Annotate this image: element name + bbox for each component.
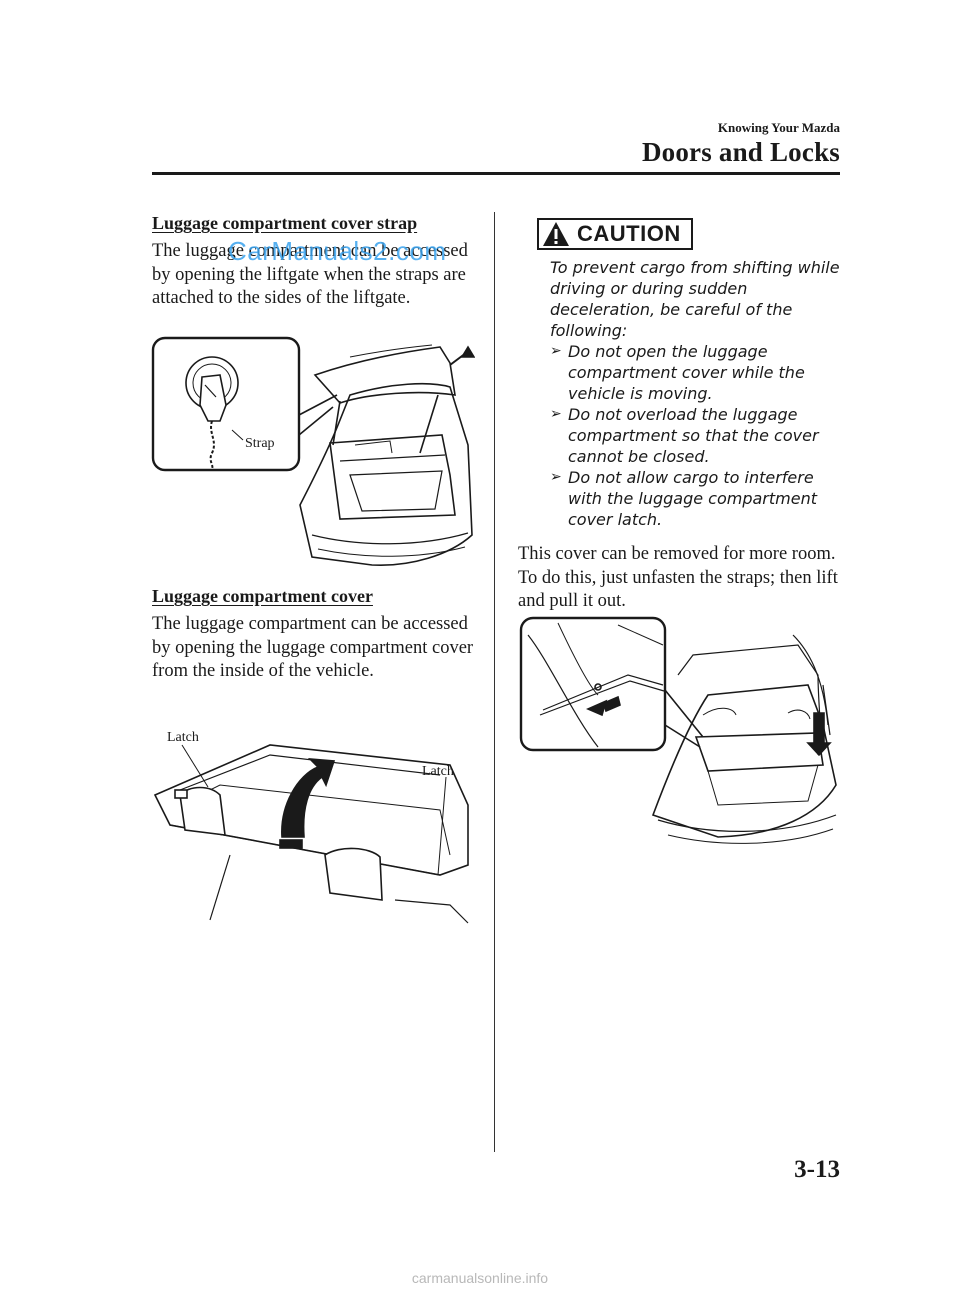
watermark: CarManuals2.com [228, 236, 447, 266]
caution-label: CAUTION [577, 221, 681, 246]
bullet-arrow-icon: ➢ [550, 406, 562, 422]
strap-label: Strap [245, 436, 275, 451]
caution-bullet-text: Do not overload the luggage compartment … [568, 405, 819, 466]
strap-illustration: Strap [151, 336, 475, 567]
caution-box: CAUTION [537, 218, 693, 250]
bullet-arrow-icon: ➢ [550, 469, 562, 485]
caution-bullet-text: Do not open the luggage compartment cove… [568, 342, 805, 403]
cover-section-text: The luggage compartment can be accessed … [152, 614, 474, 681]
footer-watermark: carmanualsonline.info [411, 1270, 549, 1286]
caution-intro: To prevent cargo from shifting while dri… [550, 258, 840, 340]
page-number: 3-13 [794, 1156, 840, 1183]
bullet-arrow-icon: ➢ [550, 343, 562, 359]
caution-bullet-3: ➢ Do not allow cargo to interfere with t… [550, 467, 840, 530]
warning-triangle-icon [543, 222, 569, 246]
caution-bullet-text: Do not allow cargo to interfere with the… [568, 468, 817, 529]
latch-label-right: Latch [422, 764, 454, 779]
caution-bullet-2: ➢ Do not overload the luggage compartmen… [550, 404, 840, 467]
strap-section-title: Luggage compartment cover strap [152, 213, 418, 233]
remove-cover-text: This cover can be removed for more room.… [518, 544, 838, 611]
cover-section-title: Luggage compartment cover [152, 586, 373, 606]
remove-cover-illustration [519, 616, 837, 844]
latch-illustration: Latch Latch [153, 730, 469, 924]
chapter-title: Knowing Your Mazda [717, 120, 840, 135]
column-divider [494, 212, 495, 1152]
caution-bullet-1: ➢ Do not open the luggage compartment co… [550, 341, 840, 404]
latch-label-left: Latch [167, 730, 199, 745]
strap-section-text: The luggage compartment can be accessed … [152, 241, 468, 308]
header-rule [152, 172, 840, 175]
section-title: Doors and Locks [641, 137, 840, 167]
